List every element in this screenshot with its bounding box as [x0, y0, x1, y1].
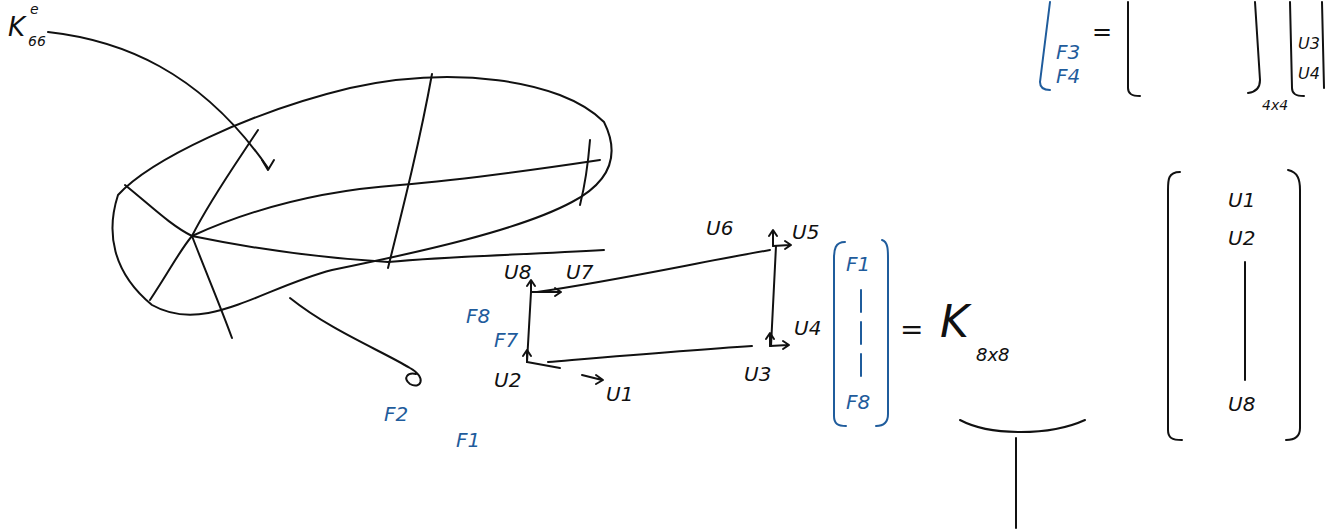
force-label: F1: [846, 254, 870, 274]
dof-arrow: [766, 333, 774, 346]
matrix-symbol: K: [940, 300, 969, 344]
dof-arrow: [773, 241, 791, 249]
force-label: F1: [456, 430, 480, 450]
arrow-tip: [262, 160, 274, 170]
matrix-symbol: K: [8, 14, 25, 40]
dof-label: U7: [566, 262, 593, 282]
mesh-line: [192, 130, 258, 338]
mesh-line: [192, 160, 600, 236]
subscript: 8x8: [976, 346, 1010, 364]
leader-line: [290, 298, 421, 386]
force-label: F8: [466, 306, 490, 326]
vector-dots: [1244, 262, 1246, 380]
domain-outline: [112, 77, 611, 315]
force-label: F2: [384, 404, 408, 424]
mesh-line: [580, 140, 590, 205]
vector-bracket: [1040, 2, 1050, 90]
dof-label: U5: [792, 222, 819, 242]
subscript: 66: [28, 34, 46, 48]
dof-label: U2: [1228, 228, 1255, 248]
dof-arrow: [531, 288, 561, 296]
vector-bracket: [1322, 2, 1324, 88]
dof-arrow: [770, 341, 789, 349]
force-label: F8: [846, 392, 870, 412]
vector-bracket: [1168, 172, 1182, 440]
force-label: F4: [1056, 66, 1080, 86]
vector-bracket: [834, 242, 846, 426]
mesh-line: [150, 236, 192, 300]
vector-dots: [860, 290, 862, 376]
mesh-line: [388, 74, 432, 268]
dof-label: U1: [606, 384, 633, 404]
element-edge: [537, 250, 770, 292]
equals-sign: =: [1092, 20, 1112, 44]
force-label: F3: [1056, 42, 1080, 62]
dof-label: U2: [494, 370, 521, 390]
equals-sign: =: [900, 316, 923, 344]
dimension: 4x4: [1262, 98, 1288, 112]
dof-label: U8: [504, 262, 531, 282]
leader-line: [1015, 438, 1017, 528]
dof-label: U3: [1298, 36, 1320, 52]
dof-arrow: [769, 230, 777, 246]
dof-label: U4: [1298, 66, 1320, 82]
underbrace: [960, 420, 1085, 432]
matrix-bracket: [1128, 2, 1140, 96]
dof-label: U4: [794, 318, 821, 338]
dof-label: U3: [744, 364, 771, 384]
force-label: F7: [494, 330, 518, 350]
dof-arrow: [523, 350, 531, 362]
element-edge: [548, 346, 752, 362]
vector-bracket: [876, 240, 888, 426]
leader-line: [48, 32, 268, 168]
superscript: e: [30, 2, 39, 16]
matrix-bracket: [1248, 2, 1260, 93]
dof-label: U8: [1228, 394, 1255, 414]
vector-bracket: [1286, 170, 1300, 440]
dof-label: U1: [1228, 190, 1255, 210]
dof-arrow: [527, 362, 603, 384]
dof-label: U6: [706, 218, 733, 238]
element-edge: [771, 246, 776, 346]
